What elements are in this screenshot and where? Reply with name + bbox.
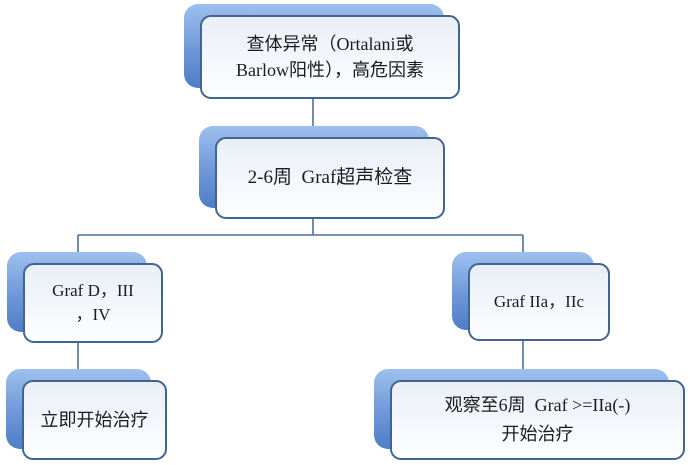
node-text: 开始治疗	[501, 424, 574, 444]
node-box: Graf IIa，IIc	[468, 263, 610, 341]
node-text: 查体异常（Ortalani或	[246, 34, 414, 54]
node-text: 2-6周 Graf超声检查	[247, 167, 413, 188]
node-ultrasound-check: 2-6周 Graf超声检查	[199, 126, 445, 219]
node-text: 立即开始治疗	[40, 410, 149, 430]
node-box: 2-6周 Graf超声检查	[215, 137, 445, 219]
node-box: 观察至6周 Graf >=IIa(-) 开始治疗	[390, 380, 685, 460]
node-text: Barlow阳性），高危因素	[236, 60, 424, 80]
node-box: 立即开始治疗	[22, 380, 167, 460]
node-text: ，IV	[75, 305, 111, 324]
node-text: 观察至6周 Graf >=IIa(-)	[444, 395, 631, 415]
node-graf-iia-iic: Graf IIa，IIc	[452, 252, 610, 341]
node-box: Graf D，III ，IV	[23, 263, 163, 343]
node-observe-6-weeks: 观察至6周 Graf >=IIa(-) 开始治疗	[374, 369, 685, 460]
node-text: Graf D，III	[52, 281, 134, 300]
edge-ultrasound-split	[77, 219, 524, 263]
node-box: 查体异常（Ortalani或 Barlow阳性），高危因素	[200, 15, 460, 99]
node-graf-d-iii-iv: Graf D，III ，IV	[7, 252, 163, 343]
node-exam-abnormal: 查体异常（Ortalani或 Barlow阳性），高危因素	[184, 4, 460, 99]
node-start-treatment: 立即开始治疗	[6, 369, 167, 460]
node-text: Graf IIa，IIc	[493, 292, 585, 311]
